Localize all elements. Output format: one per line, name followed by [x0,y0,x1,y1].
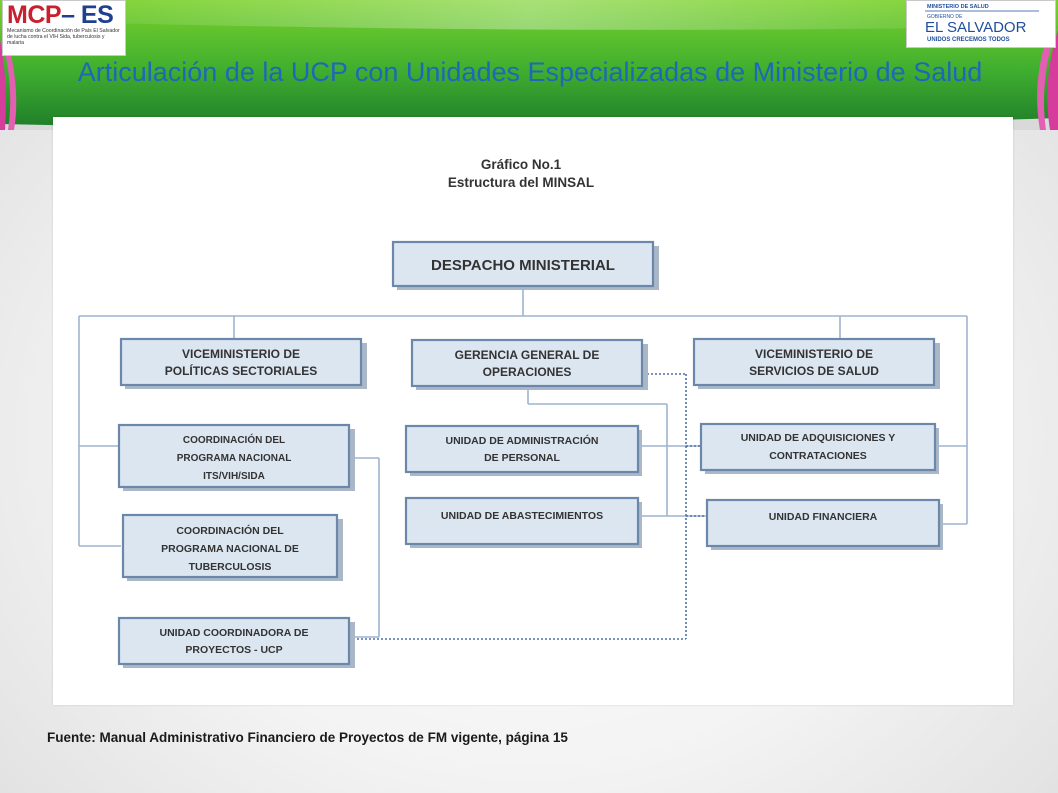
logo-gobierno: GOBIERNO DE [927,14,963,20]
logo-mark-es: – ES [61,1,114,29]
logo-mark-mcp: MCP [7,1,62,29]
el-salvador-logo: MINISTERIO DE SALUD GOBIERNO DE EL SALVA… [906,0,1056,48]
header-banner [0,0,1058,130]
node-label: DE PERSONAL [484,452,560,464]
node-label: PROYECTOS - UCP [185,644,282,656]
el-salvador-logo-graphic: MINISTERIO DE SALUD GOBIERNO DE EL SALVA… [925,4,1039,43]
node-coordinacion-its-vih-sida: COORDINACIÓN DEL PROGRAMA NACIONAL ITS/V… [117,423,355,491]
node-label: CONTRATACIONES [769,450,867,462]
node-label: VICEMINISTERIO DE [182,347,300,361]
node-label: PROGRAMA NACIONAL [177,453,292,464]
node-label: POLÍTICAS SECTORIALES [165,363,317,378]
org-chart: Gráfico No.1 Estructura del MINSAL [78,157,968,668]
logo-el-salvador: EL SALVADOR [925,19,1027,36]
node-label: DESPACHO MINISTERIAL [431,257,615,274]
node-viceministerio-politicas: VICEMINISTERIO DE POLÍTICAS SECTORIALES [119,337,367,389]
mcp-es-logo: MCP– ES Mecanismo de Coordinación de Paí… [2,0,126,56]
slide-title: Articulación de la UCP con Unidades Espe… [77,57,983,87]
chart-heading-1: Gráfico No.1 [481,157,562,172]
logo-unidos: UNIDOS CRECEMOS TODOS [927,37,1010,43]
node-adquisiciones: UNIDAD DE ADQUISICIONES Y CONTRATACIONES [699,422,939,474]
node-financiera: UNIDAD FINANCIERA [705,498,943,550]
node-label: COORDINACIÓN DEL [183,433,285,446]
org-chart-panel: Gráfico No.1 Estructura del MINSAL [53,117,1013,705]
logo-ministerio: MINISTERIO DE SALUD [927,4,989,10]
dotted-connectors [353,373,707,640]
node-label: UNIDAD COORDINADORA DE [160,627,309,639]
node-label: UNIDAD DE ADQUISICIONES Y [741,432,896,444]
node-abastecimientos: UNIDAD DE ABASTECIMIENTOS [404,496,642,548]
chart-heading-2: Estructura del MINSAL [448,175,594,190]
node-despacho-ministerial: DESPACHO MINISTERIAL [391,240,659,290]
node-label: SERVICIOS DE SALUD [749,364,879,378]
node-label: GERENCIA GENERAL DE [455,348,600,362]
node-administracion-personal: UNIDAD DE ADMINISTRACIÓN DE PERSONAL [404,424,642,476]
solid-connectors [78,288,968,638]
node-ucp: UNIDAD COORDINADORA DE PROYECTOS - UCP [117,616,355,668]
node-label: VICEMINISTERIO DE [755,347,873,361]
node-label: UNIDAD DE ABASTECIMIENTOS [441,510,603,522]
logo-mark: MCP– ES [7,3,121,28]
node-label: TUBERCULOSIS [189,561,272,573]
node-label: UNIDAD FINANCIERA [769,511,878,523]
node-gerencia-general: GERENCIA GENERAL DE OPERACIONES [410,338,648,390]
node-coordinacion-tuberculosis: COORDINACIÓN DEL PROGRAMA NACIONAL DE TU… [121,513,343,581]
node-label: ITS/VIH/SIDA [203,471,265,482]
source-note: Fuente: Manual Administrativo Financiero… [47,730,568,745]
node-label: COORDINACIÓN DEL [176,524,284,537]
node-label: OPERACIONES [483,365,572,379]
node-label: PROGRAMA NACIONAL DE [161,543,299,555]
node-viceministerio-servicios: VICEMINISTERIO DE SERVICIOS DE SALUD [692,337,940,389]
logo-tagline: Mecanismo de Coordinación de País El Sal… [7,28,120,46]
node-label: UNIDAD DE ADMINISTRACIÓN [445,434,598,447]
